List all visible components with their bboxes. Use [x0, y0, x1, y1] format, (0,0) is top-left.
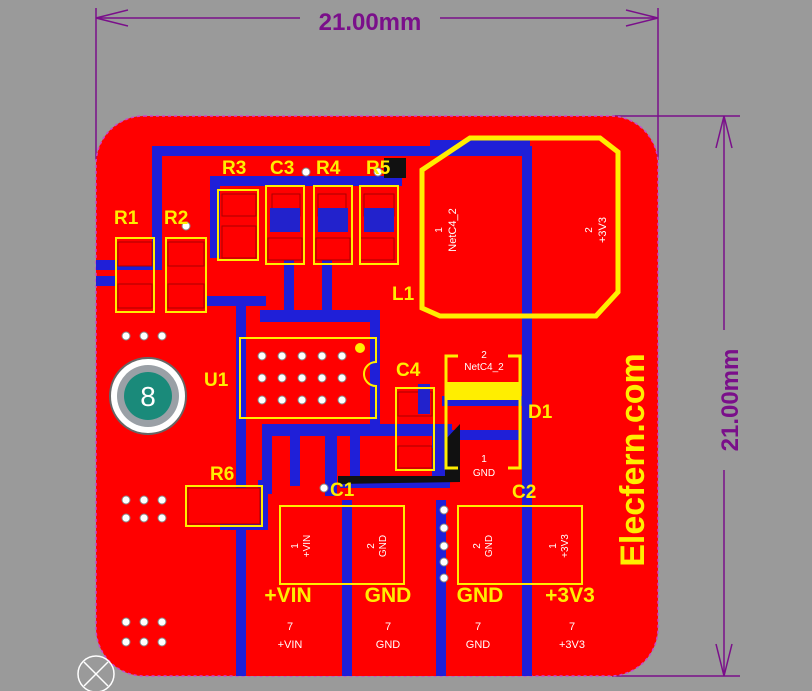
- dimension-width-label: 21.00mm: [319, 9, 422, 36]
- l1-pin1-number: 1: [434, 227, 445, 233]
- component-designators: R1 R2 R3 C3 R4 R5 L1 U1 C4 D1 R6 C1 C2: [114, 158, 553, 503]
- terminal-pin-gnd-2: 7: [475, 621, 481, 633]
- vias: [121, 167, 449, 647]
- l1-silk-outline: [419, 135, 621, 319]
- c1-pin2-number: 2: [366, 543, 377, 549]
- terminal-label-vin: +VIN: [264, 584, 311, 607]
- c1-pin2-net: GND: [378, 535, 389, 557]
- dimension-lines: [95, 8, 740, 677]
- l1-pin2-net: +3V3: [597, 217, 609, 243]
- dimension-height-label: 21.00mm: [717, 349, 744, 452]
- terminal-pin-gnd-1: 7: [385, 621, 391, 633]
- c2-pin2-net: GND: [484, 535, 495, 557]
- origin-marker-icon: [77, 655, 115, 691]
- label-r3: R3: [222, 158, 246, 179]
- black-trace-top: [384, 158, 406, 178]
- terminal-label-3v3: +3V3: [545, 584, 595, 607]
- terminal-net-3v3: +3V3: [559, 639, 585, 651]
- d1-silk-outline: [444, 354, 522, 470]
- terminal-labels: +VIN GND GND +3V3 7 +VIN 7 GND 7 GND 7 +…: [264, 584, 594, 651]
- label-d1: D1: [528, 402, 553, 423]
- label-c2: C2: [512, 482, 536, 503]
- u1-pin1-marker: [355, 343, 365, 353]
- pad-net-labels: 1 NetC4_2 2 +3V3 2 NetC4_2 1 GND 1 +VIN …: [290, 208, 609, 558]
- c1-pin1-number: 1: [290, 543, 301, 549]
- label-u1: U1: [204, 370, 229, 391]
- terminal-pin-3v3: 7: [569, 621, 575, 633]
- l1-pin1-net: NetC4_2: [447, 208, 459, 251]
- c1-pin1-net: +VIN: [302, 535, 313, 558]
- silkscreen-outlines: [115, 185, 583, 585]
- c2-pin1-number: 1: [548, 543, 559, 549]
- l1-pin2-number: 2: [584, 227, 595, 233]
- bottom-layer-pads: [270, 208, 446, 448]
- d1-cathode-bar: [446, 382, 520, 400]
- black-trace: [338, 424, 460, 484]
- mounting-hole-label: 8: [140, 381, 156, 412]
- d1-pin2-number: 2: [481, 350, 487, 361]
- label-r4: R4: [316, 158, 341, 179]
- label-c3: C3: [270, 158, 294, 179]
- d1-pin2-net: NetC4_2: [464, 362, 504, 373]
- brand-text: Elecfern.com: [614, 353, 652, 567]
- terminal-pin-vin: 7: [287, 621, 293, 633]
- label-c1: C1: [330, 480, 355, 501]
- terminal-label-gnd-1: GND: [365, 584, 412, 607]
- label-l1: L1: [392, 284, 415, 305]
- terminal-net-gnd-2: GND: [466, 639, 491, 651]
- terminal-net-gnd-1: GND: [376, 639, 401, 651]
- c2-pin1-net: +3V3: [560, 534, 571, 558]
- label-r5: R5: [366, 158, 391, 179]
- mounting-hole[interactable]: 8: [109, 357, 187, 435]
- label-r2: R2: [164, 208, 188, 229]
- d1-pin1-number: 1: [481, 454, 487, 465]
- label-r6: R6: [210, 464, 234, 485]
- label-r1: R1: [114, 208, 139, 229]
- label-c4: C4: [396, 360, 421, 381]
- terminal-net-vin: +VIN: [278, 639, 303, 651]
- d1-pin1-net: GND: [473, 468, 495, 479]
- terminal-label-gnd-2: GND: [457, 584, 504, 607]
- terminal-pads: [246, 600, 632, 676]
- c2-pin2-number: 2: [472, 543, 483, 549]
- u1-pin-grid: [257, 351, 347, 405]
